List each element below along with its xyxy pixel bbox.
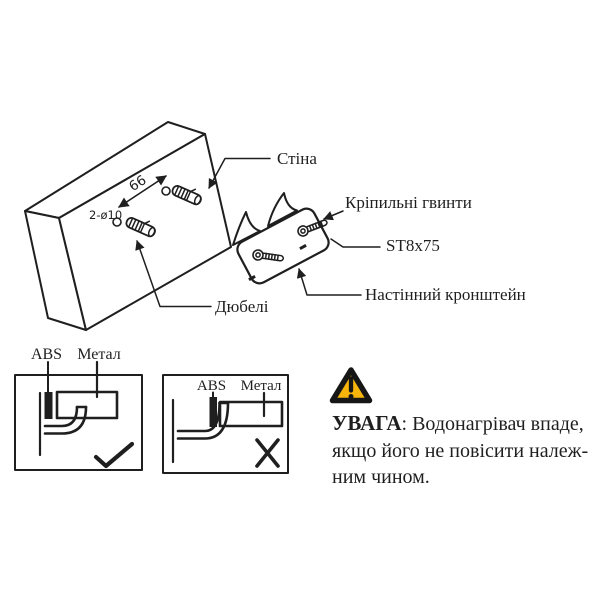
screw-head [297, 225, 309, 237]
bracket-label: Настінний кронштейн [365, 285, 526, 304]
screw-size-leader-line [330, 238, 381, 248]
bracket-slot-right [299, 244, 307, 250]
screw-shaft [305, 219, 328, 233]
bracket-slot-left [248, 275, 256, 281]
dowels-label: Дюбелі [215, 297, 269, 316]
dowel-fin [143, 220, 151, 225]
abs-tab-section [209, 397, 217, 427]
wall-leader-line [208, 157, 271, 189]
exclamation-dot [348, 394, 354, 399]
screw-size-label: ST8x75 [386, 236, 440, 255]
hook-outer-sheet [43, 405, 88, 435]
warning-line-2: якщо його не повісити належ- [332, 440, 588, 462]
dowels-leader-line [135, 240, 212, 308]
metal-label: Метал [77, 346, 121, 363]
metal-bracket-section [55, 390, 119, 420]
bracket-hook-tab-right [267, 192, 298, 227]
screws-label: Кріпильні гвинти [345, 193, 472, 212]
warning-line-1: УВАГА: Водонагрівач впаде, [332, 411, 584, 435]
dowel-anchor-lower [125, 216, 156, 238]
screw-threads [308, 220, 324, 232]
mounting-screw-lower [252, 249, 285, 262]
abs-label: ABS [31, 346, 62, 363]
hook-outer-sheet [176, 401, 230, 440]
screw-head [252, 249, 264, 261]
hook-inner-sheet [176, 401, 221, 433]
dowel-collar [185, 190, 192, 201]
dimension-arrow [118, 175, 167, 208]
hook-inner-sheet [43, 405, 79, 428]
abs-tab-section [44, 392, 53, 419]
warning-triangle-icon [329, 367, 373, 404]
dowel-end-cap [193, 194, 202, 206]
screw-threads [264, 252, 279, 262]
dowel-ribs [127, 217, 143, 232]
hole-spec-label: 2-ø10 [89, 208, 122, 222]
screw-head-inner [255, 252, 261, 258]
screw-shaft [261, 252, 285, 262]
dowel-anchor-upper [171, 184, 202, 206]
screws-leader-line [323, 210, 344, 221]
dowel-fin [189, 188, 197, 193]
warning-line-1-rest: : Водонагрівач впаде, [402, 413, 584, 435]
correct-mount-panel: ABS Метал [14, 346, 143, 471]
panel-frame [162, 374, 289, 474]
bracket-leader-line [296, 268, 362, 296]
incorrect-mount-panel: ABS Метал [162, 374, 289, 474]
metal-label: Метал [241, 378, 282, 394]
x-mark-icon [255, 438, 280, 468]
drill-hole-lower [112, 217, 122, 227]
warning-text: УВАГА: Водонагрівач впаде, якщо його не … [332, 411, 588, 488]
warning-line-3: ним чином. [332, 466, 430, 488]
wall [24, 121, 232, 331]
metal-bracket-section [218, 400, 284, 428]
dowel-end-cap [147, 226, 156, 238]
wall-front-face [58, 133, 232, 331]
dimension-66-label: 66 [126, 172, 149, 195]
dowel-collar [139, 222, 146, 233]
panel-frame [14, 374, 143, 471]
wall-label: Стіна [277, 149, 317, 168]
screw-head-inner [300, 228, 306, 234]
checkmark-icon [93, 441, 135, 469]
warning-title: УВАГА [332, 411, 402, 435]
dowel-ribs [173, 185, 189, 200]
abs-label: ABS [197, 378, 226, 394]
bracket-hook-tab-left [232, 211, 261, 246]
wall-bracket [232, 192, 330, 285]
mounting-screw-upper [297, 219, 328, 237]
